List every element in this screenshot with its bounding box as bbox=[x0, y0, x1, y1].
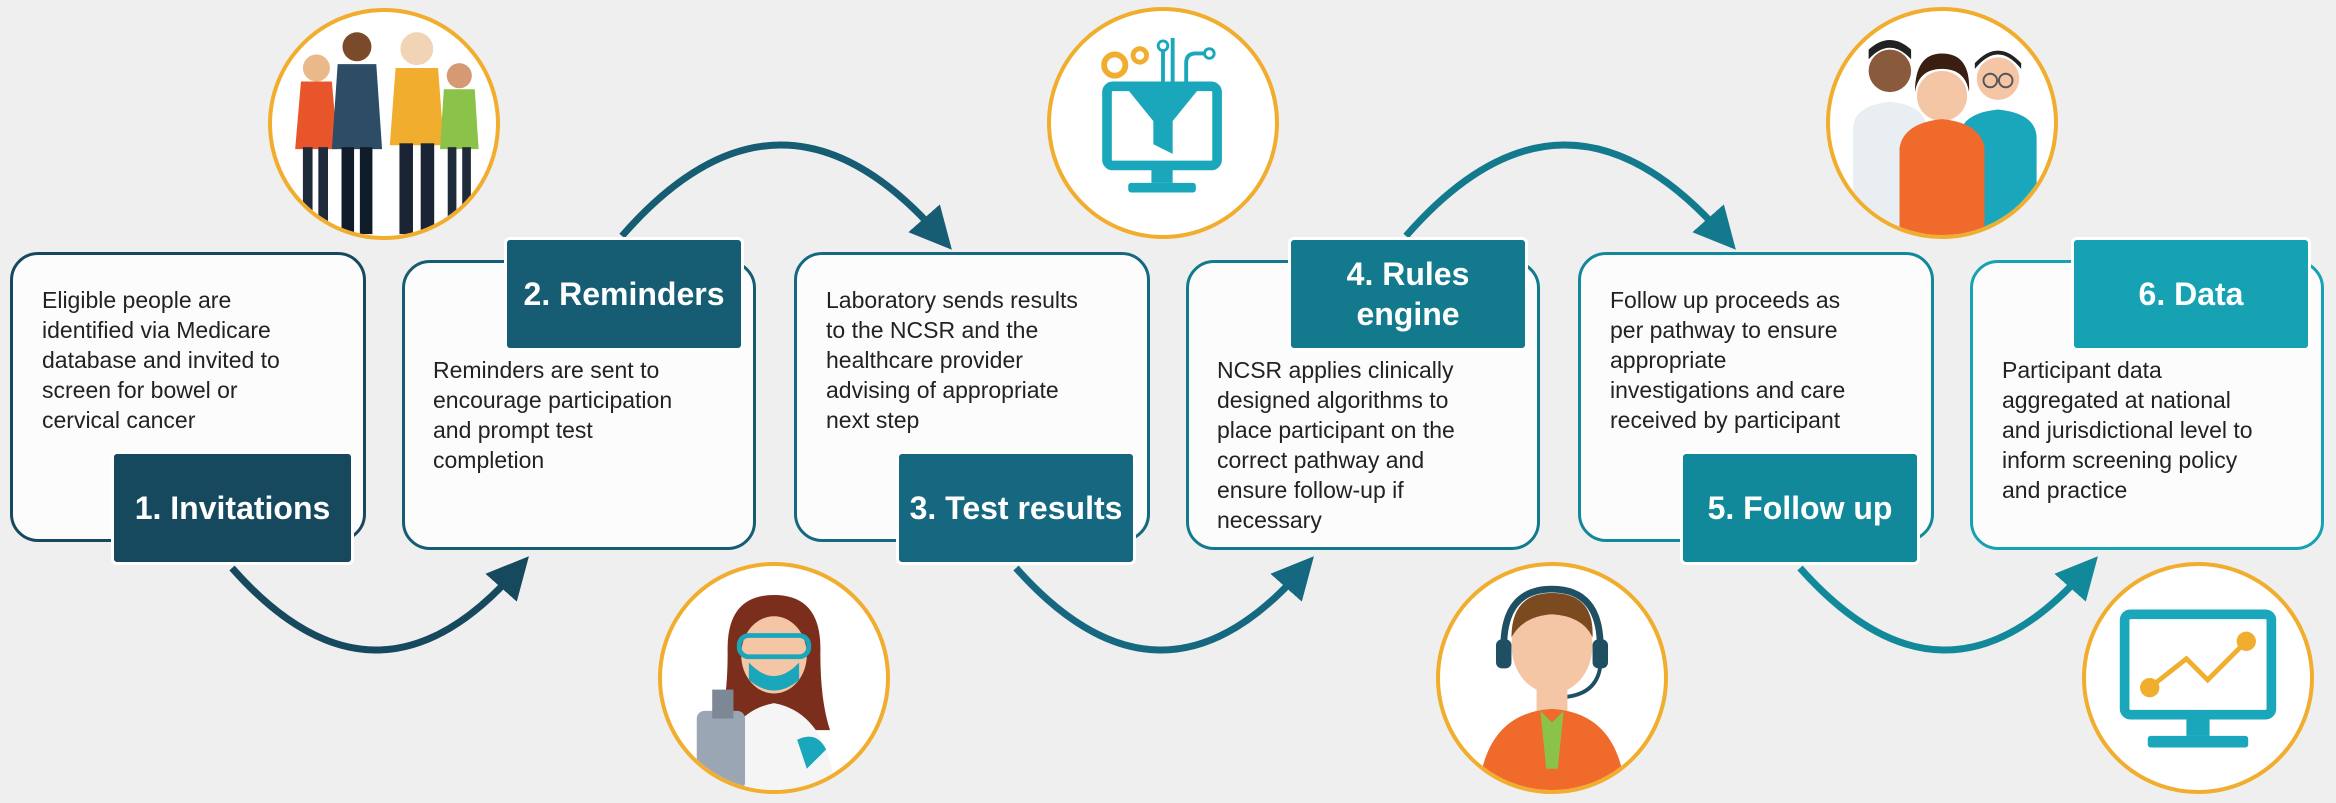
arrow-2-to-3 bbox=[619, 141, 952, 250]
analytics-monitor-icon bbox=[2119, 609, 2277, 748]
arrow-5-to-6 bbox=[1797, 556, 2098, 654]
step-3-label: 3. Test results bbox=[896, 451, 1136, 565]
step-6-description: Participant data aggregated at national … bbox=[2002, 357, 2253, 503]
step-2-description: Reminders are sent to encourage particip… bbox=[433, 357, 673, 473]
step-5-description: Follow up proceeds as per pathway to ens… bbox=[1610, 287, 1846, 433]
step-1-label: 1. Invitations bbox=[111, 451, 354, 565]
step-6-illustration bbox=[2082, 562, 2314, 794]
step-5-illustration bbox=[1826, 7, 2058, 239]
arrow-4-to-5 bbox=[1403, 141, 1736, 250]
lab-scientist-icon bbox=[696, 594, 836, 790]
step-2-illustration bbox=[1047, 7, 1279, 239]
step-4-description: NCSR applies clinically designed algorit… bbox=[1217, 357, 1455, 533]
arrow-3-to-4 bbox=[1013, 556, 1314, 654]
healthcare-team-icon bbox=[1853, 39, 2037, 235]
step-1-description: Eligible people are identified via Medic… bbox=[42, 287, 280, 433]
people-group-icon bbox=[295, 32, 479, 235]
step-3-illustration bbox=[658, 562, 890, 794]
step-6-label: 6. Data bbox=[2071, 237, 2311, 351]
step-5-label: 5. Follow up bbox=[1680, 451, 1920, 565]
call-centre-agent-icon bbox=[1478, 585, 1626, 790]
step-1-illustration bbox=[268, 8, 500, 240]
step-4-illustration bbox=[1436, 562, 1668, 794]
step-3-description: Laboratory sends results to the NCSR and… bbox=[826, 287, 1078, 433]
filter-monitor-icon bbox=[1101, 38, 1222, 193]
step-4-label: 4. Rules engine bbox=[1288, 237, 1528, 351]
arrow-1-to-2 bbox=[229, 556, 529, 654]
step-2-label: 2. Reminders bbox=[504, 237, 744, 351]
